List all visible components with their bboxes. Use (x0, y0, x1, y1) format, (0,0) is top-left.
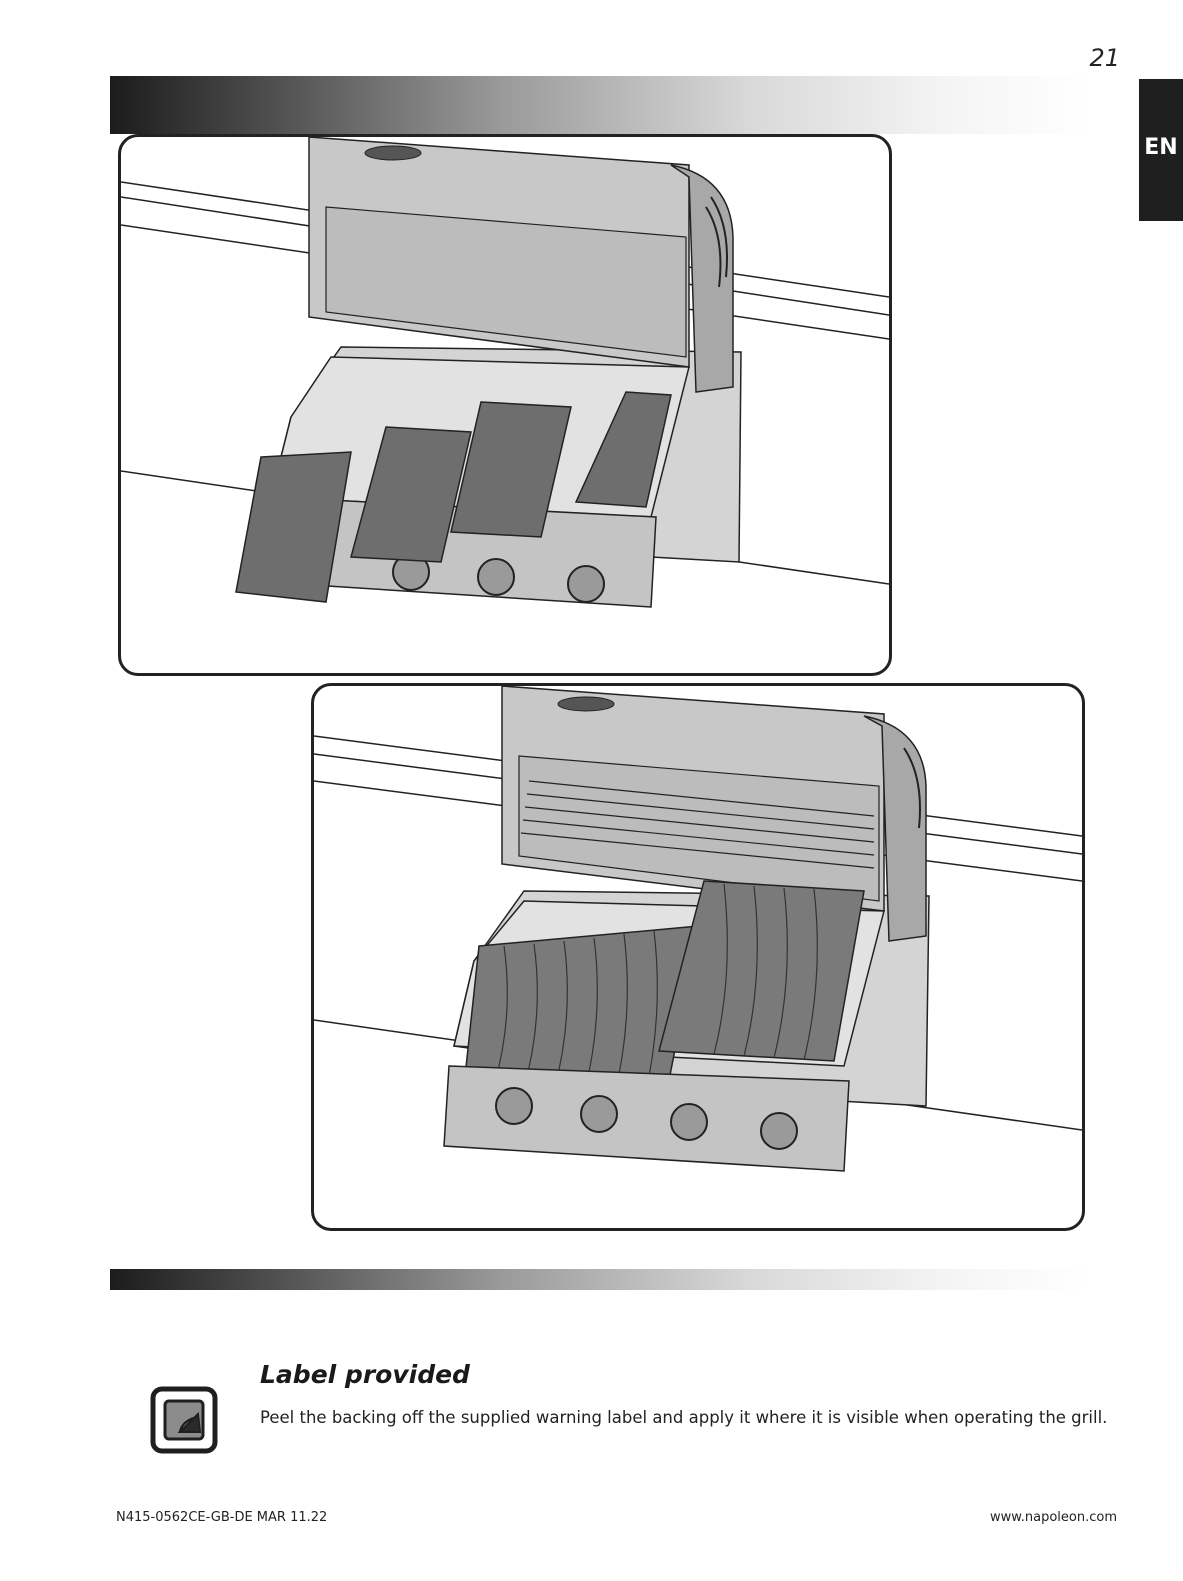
grill-illustration-heat-plates (121, 137, 889, 673)
figure-cooking-grid-installation (311, 683, 1085, 1231)
note-title: Label provided (260, 1360, 470, 1389)
figure-heat-plate-installation (118, 134, 892, 676)
language-tab-label: EN (1144, 135, 1177, 160)
section-divider-bar (110, 1269, 1090, 1290)
website-link[interactable]: www.napoleon.com (990, 1510, 1117, 1525)
page-number: 21 (1060, 44, 1120, 72)
section-header-bar (110, 76, 1090, 134)
grill-illustration-cooking-grids (314, 686, 1082, 1228)
language-tab: EN (1139, 79, 1183, 221)
label-sticker-icon (150, 1386, 218, 1454)
document-code: N415-0562CE-GB-DE MAR 11.22 (116, 1510, 327, 1525)
note-body: Peel the backing off the supplied warnin… (260, 1408, 1107, 1427)
